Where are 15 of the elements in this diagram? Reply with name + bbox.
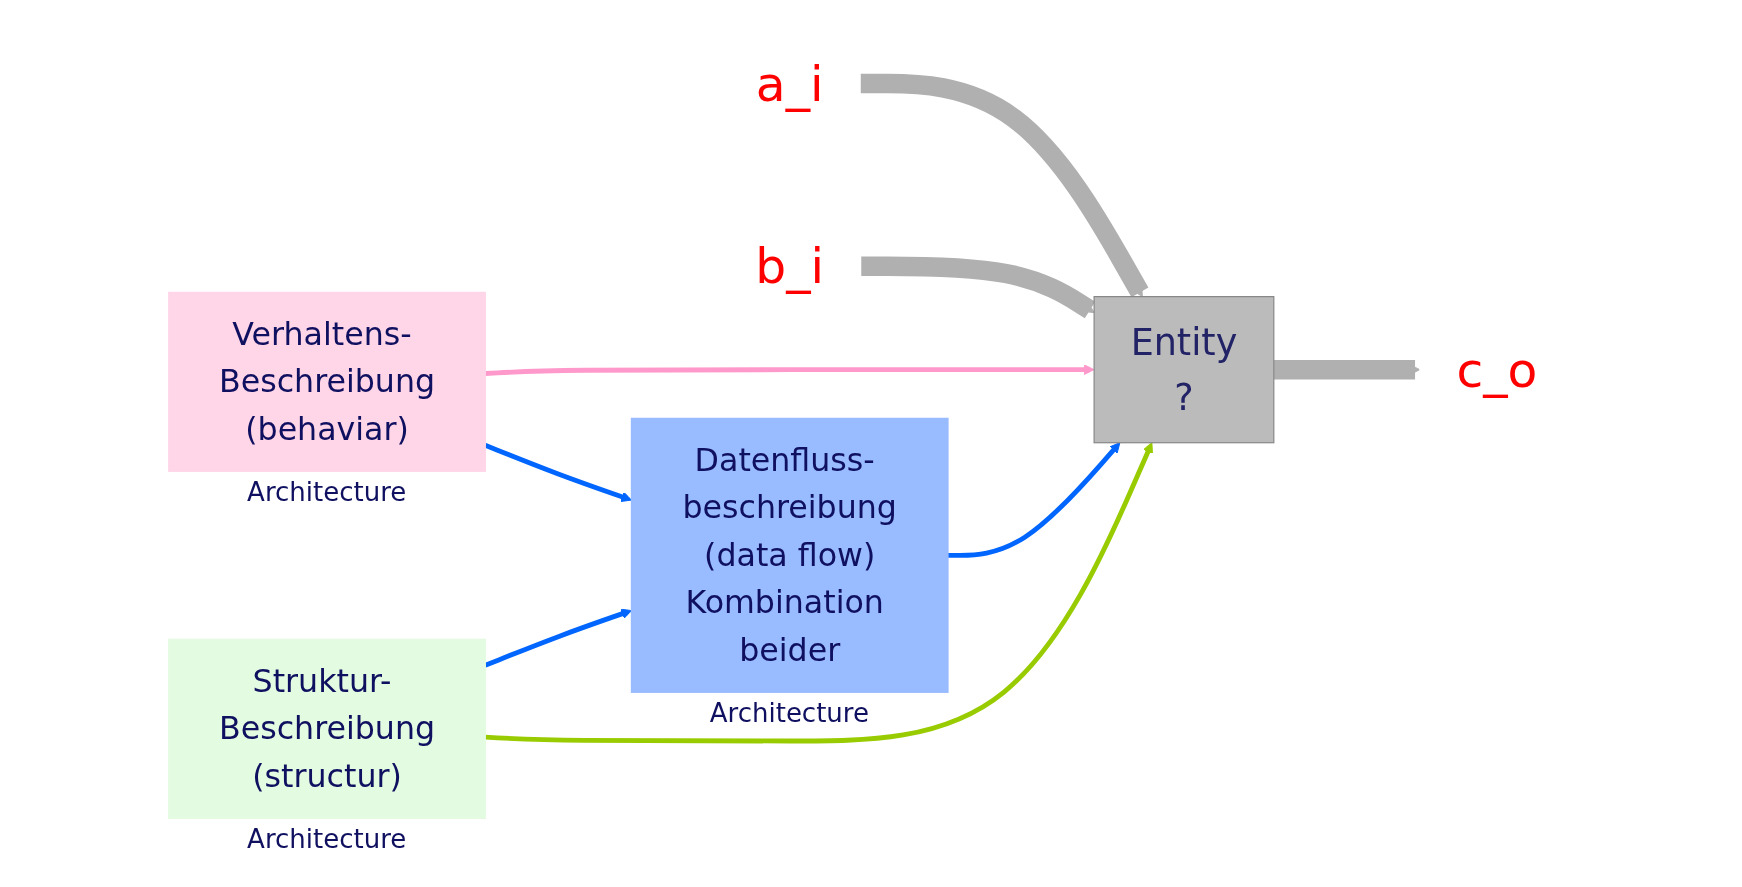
caption-text: Architecture: [247, 824, 407, 855]
caption-text: Architecture: [247, 477, 407, 508]
node-box: Verhaltens- Beschreibung (behaviar): [167, 291, 486, 472]
arrow: [947, 442, 1120, 558]
arrow: [484, 442, 1153, 744]
arrow: [484, 443, 632, 502]
node-text: c_o: [1456, 341, 1538, 398]
arrow: [484, 608, 632, 668]
node-text: a_i: [755, 55, 824, 112]
caption-text: Architecture: [709, 698, 869, 729]
node-box: Entity ?: [1093, 295, 1275, 444]
node-box: Struktur- Beschreibung (structur): [167, 638, 486, 819]
arrow: [859, 73, 1149, 298]
node-box: Datenfluss- beschreibung (data flow) Kombination beider: [630, 417, 949, 693]
node-text: b_i: [754, 238, 824, 295]
